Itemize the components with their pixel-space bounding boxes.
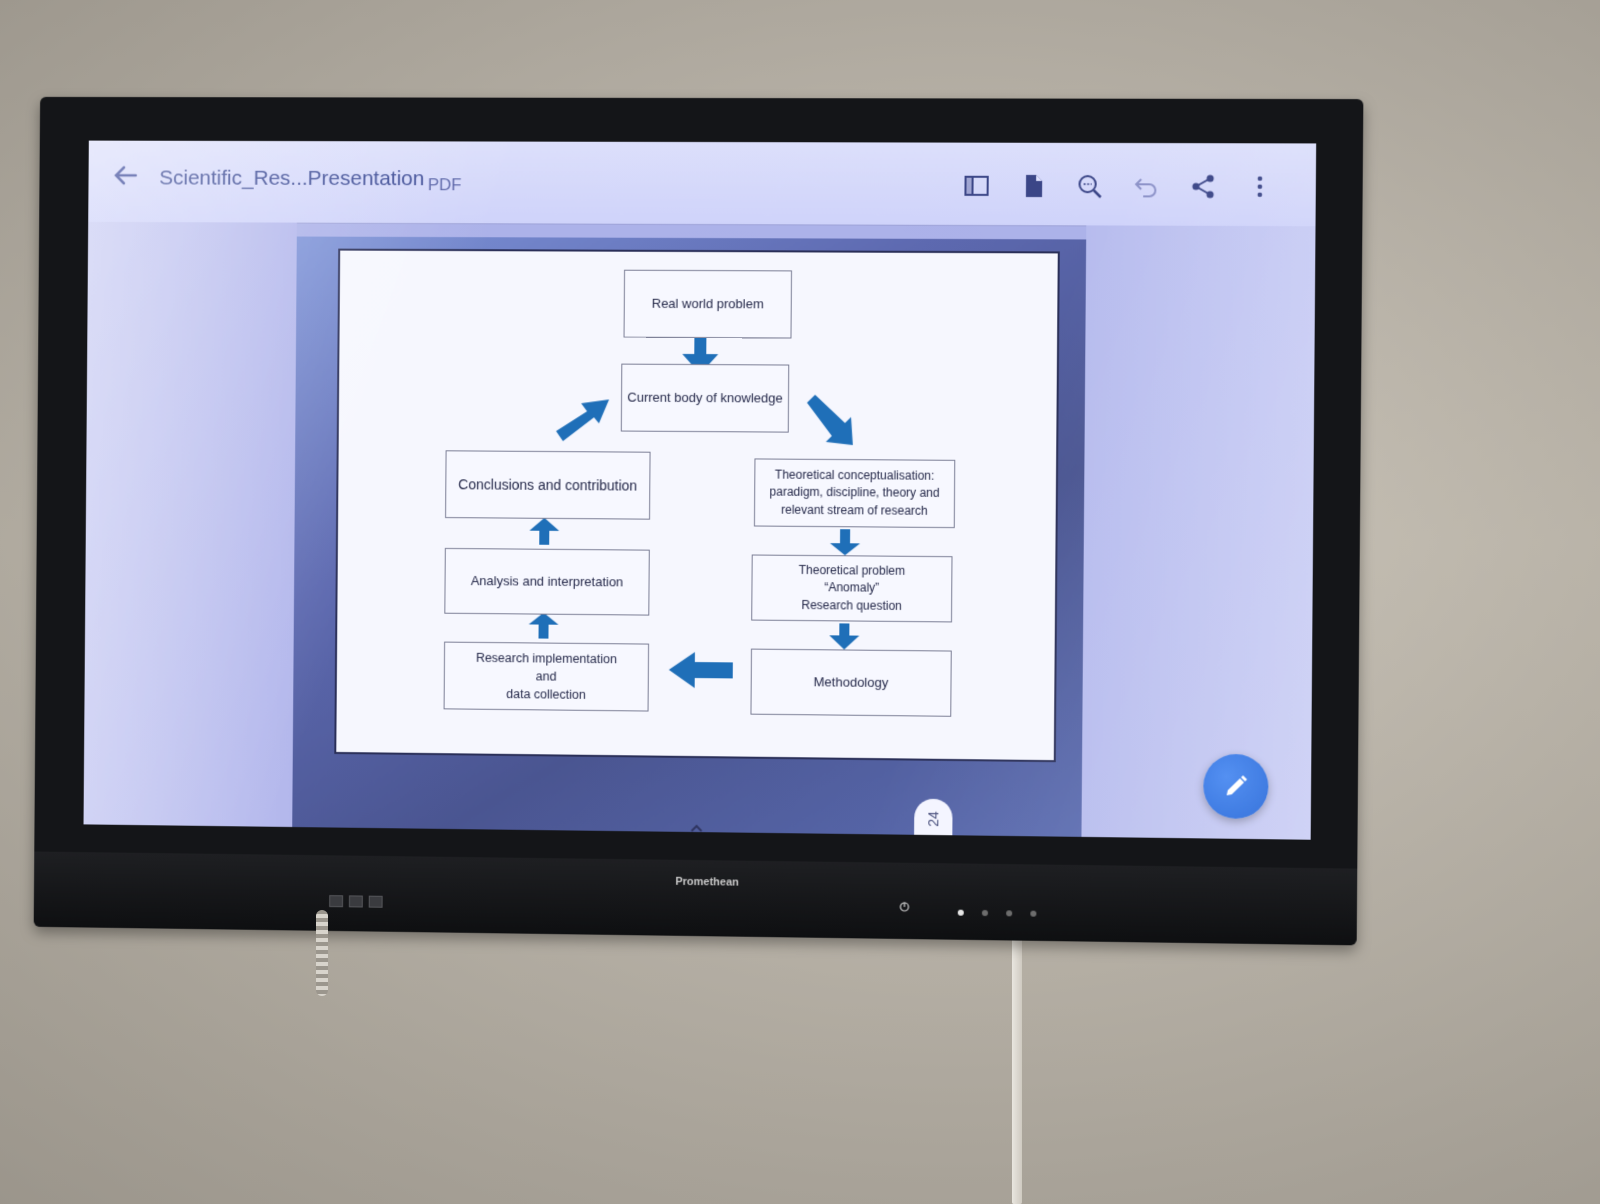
arrow-current-to-theory	[807, 395, 854, 445]
pdf-page: Real world problem Current body of knowl…	[292, 237, 1086, 837]
slide-content: Real world problem Current body of knowl…	[334, 249, 1060, 763]
power-icon[interactable]	[899, 902, 909, 915]
undo-icon[interactable]	[1131, 171, 1162, 201]
brand-logo: Promethean	[667, 876, 747, 889]
box-theoretical-conceptualisation: Theoretical conceptualisation: paradigm,…	[754, 458, 955, 528]
keychain	[316, 910, 328, 996]
arrow-method-to-research	[669, 652, 733, 689]
box-research-implementation: Research implementation and data collect…	[444, 642, 649, 712]
led	[1030, 911, 1036, 917]
arrow-problem-to-method	[829, 623, 859, 649]
arrow-back-icon[interactable]	[110, 160, 140, 190]
pencil-icon	[1222, 772, 1251, 801]
box-theoretical-problem: Theoretical problem “Anomaly” Research q…	[751, 555, 952, 623]
pdf-toolbar: Scientific_Res...Presentation PDF	[88, 141, 1316, 228]
led	[958, 910, 964, 916]
arrow-theory-to-problem	[830, 529, 860, 555]
indicator-leds	[958, 908, 1037, 919]
usb-port	[349, 895, 363, 907]
file-type-label: PDF	[428, 175, 462, 195]
box-conclusions-and-contribution: Conclusions and contribution	[445, 450, 650, 519]
document-icon[interactable]	[1018, 171, 1049, 201]
chevron-up-icon[interactable]	[690, 823, 704, 832]
box-real-world-problem: Real world problem	[624, 270, 792, 339]
page-number: 24	[925, 811, 941, 827]
edit-fab-button[interactable]	[1203, 754, 1268, 819]
arrow-analysis-to-conclusions	[529, 518, 559, 545]
led	[1006, 910, 1012, 916]
wall-cable	[1012, 932, 1022, 1204]
page-background-left	[84, 222, 297, 827]
screen: Scientific_Res...Presentation PDF	[84, 141, 1317, 840]
usb-port	[329, 895, 343, 907]
hdmi-port	[369, 896, 383, 908]
box-current-body-of-knowledge: Current body of knowledge	[621, 364, 789, 433]
arrow-conclusions-to-current	[556, 399, 609, 441]
monitor: Scientific_Res...Presentation PDF	[34, 97, 1364, 945]
front-ports	[329, 895, 383, 908]
sidebar-panel-icon[interactable]	[961, 171, 991, 201]
arrow-research-to-analysis	[529, 612, 559, 638]
box-analysis-and-interpretation: Analysis and interpretation	[444, 548, 649, 616]
box-methodology: Methodology	[750, 649, 951, 717]
more-vert-icon[interactable]	[1245, 171, 1276, 201]
document-title: Scientific_Res...Presentation	[159, 167, 424, 192]
page-number-indicator[interactable]: 24	[914, 799, 953, 840]
share-icon[interactable]	[1188, 171, 1219, 201]
page-background-right	[1081, 225, 1315, 839]
led	[982, 910, 988, 916]
zoom-out-icon[interactable]	[1074, 171, 1105, 201]
